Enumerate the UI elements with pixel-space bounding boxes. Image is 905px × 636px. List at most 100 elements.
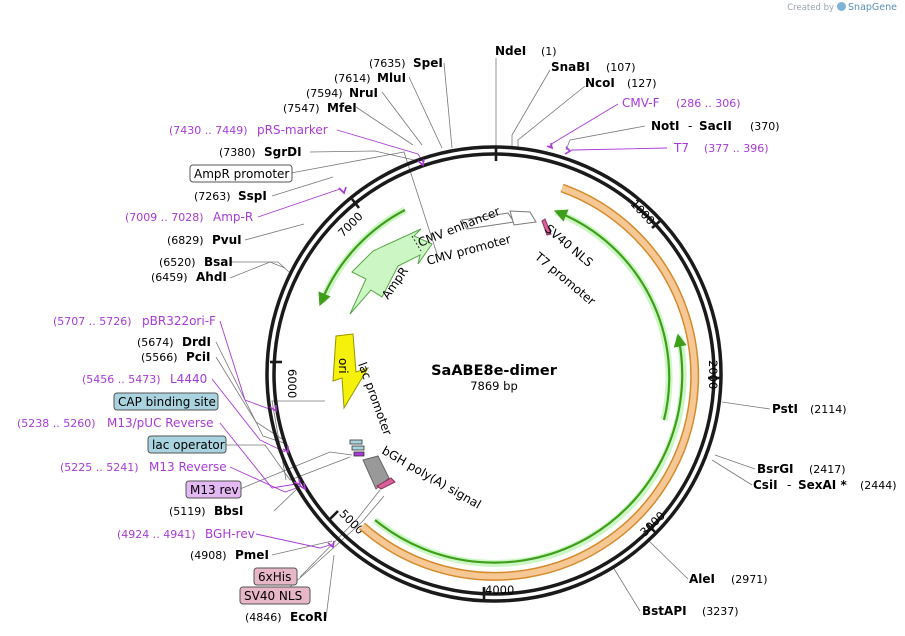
svg-text:(7380): (7380) (219, 146, 256, 159)
svg-text:(2417): (2417) (809, 463, 846, 476)
site-bstapi[interactable]: BstAPI (3237) (642, 604, 739, 618)
label-lac-promoter: lac promoter (355, 360, 394, 437)
site-pcii[interactable]: (5566) PciI (141, 350, 211, 364)
ampr-arrow[interactable] (349, 228, 433, 315)
svg-text:(7547): (7547) (283, 102, 320, 115)
svg-text:NdeI: NdeI (495, 44, 526, 58)
svg-text:(2444): (2444) (860, 479, 897, 492)
site-spei[interactable]: (7635) SpeI (369, 56, 443, 70)
svg-text:(7635): (7635) (369, 57, 406, 70)
feature-6xhis[interactable]: 6xHis (253, 567, 298, 586)
cap-binding-mark[interactable] (349, 439, 363, 445)
site-drdi[interactable]: (5674) DrdI (137, 335, 211, 349)
lac-operator-mark[interactable] (351, 445, 365, 451)
primer-bgh-rev[interactable]: (4924 .. 4941) BGH-rev (117, 527, 255, 541)
plasmid-name: SaABE8e-dimer (431, 363, 558, 379)
svg-text:(4846): (4846) (245, 611, 282, 624)
svg-text:(5566): (5566) (141, 351, 178, 364)
feature-sv40-nls[interactable]: SV40 NLS (239, 586, 311, 605)
his-tag-mark[interactable] (376, 477, 396, 490)
svg-text:M13 rev: M13 rev (190, 483, 239, 497)
svg-text:AhdI: AhdI (196, 270, 227, 284)
backbone-outer-ring (265, 145, 723, 603)
svg-text:MluI: MluI (377, 71, 406, 85)
feature-ampr-promoter[interactable]: AmpR promoter (189, 164, 293, 183)
bgh-polya-block[interactable] (362, 455, 390, 490)
label-ori: ori (336, 358, 350, 374)
svg-text:BsrGI: BsrGI (757, 462, 794, 476)
sv40-nls-mark[interactable] (541, 218, 552, 236)
site-pmei[interactable]: (4908) PmeI (190, 548, 269, 562)
cds-arrow-1[interactable] (553, 209, 671, 421)
svg-text:(2114): (2114) (810, 403, 847, 416)
svg-text:(7430 .. 7449): (7430 .. 7449) (169, 124, 248, 137)
site-sgrdi[interactable]: (7380) SgrDI (219, 145, 302, 159)
site-ncoi[interactable]: NcoI (127) (585, 76, 657, 90)
site-mlui[interactable]: (7614) MluI (334, 71, 406, 85)
ori-arrow[interactable] (332, 333, 370, 410)
feature-lac-operator[interactable]: lac operator (147, 435, 227, 454)
backbone-inner-ring (272, 152, 716, 596)
primer-cmv-f[interactable]: CMV-F (286 .. 306) (622, 96, 741, 110)
cds-band[interactable] (360, 185, 698, 580)
svg-text:SV40 NLS: SV40 NLS (244, 589, 302, 603)
snapgene-logo-icon (837, 2, 847, 11)
plasmid-size: 7869 bp (470, 379, 518, 393)
snapgene-brand: SnapGene (848, 2, 897, 13)
site-nrui[interactable]: (7594) NruI (306, 86, 378, 100)
svg-text:(1): (1) (541, 45, 557, 58)
site-csii-sexai[interactable]: CsiI - SexAI * (2444) (753, 478, 897, 492)
site-bsai[interactable]: (6520) BsaI (159, 255, 233, 269)
svg-text:NruI: NruI (349, 86, 378, 100)
svg-text:(5456 .. 5473): (5456 .. 5473) (82, 373, 161, 386)
site-ecori[interactable]: (4846) EcoRI (245, 610, 327, 624)
svg-text:Amp-R: Amp-R (213, 210, 253, 224)
site-ndei[interactable]: NdeI (1) (495, 44, 557, 58)
primer-l4440[interactable]: (5456 .. 5473) L4440 (82, 372, 207, 386)
primer-t7[interactable]: T7 (377 .. 396) (673, 141, 769, 155)
label-bgh-polya: bGH poly(A) signal (380, 443, 484, 511)
site-sspi[interactable]: (7263) SspI (194, 189, 267, 203)
ruler-ticks (270, 148, 720, 599)
svg-text:AmpR promoter: AmpR promoter (194, 167, 289, 181)
m13-rev-mark[interactable] (353, 451, 365, 457)
primer-marks (269, 142, 572, 549)
site-snabi[interactable]: SnaBI (107) (551, 60, 636, 74)
primer-m13-puc-reverse[interactable]: (5238 .. 5260) M13/pUC Reverse (17, 416, 214, 430)
cmv-promoter-arrow[interactable] (509, 210, 537, 226)
site-bsrgi[interactable]: BsrGI (2417) (757, 462, 846, 476)
svg-text:(7263): (7263) (194, 190, 231, 203)
svg-text:AleI: AleI (689, 572, 715, 586)
cds-arrow-3[interactable] (318, 209, 406, 307)
svg-text:BstAPI: BstAPI (642, 604, 687, 618)
svg-text:(4924 .. 4941): (4924 .. 4941) (117, 528, 196, 541)
cds-arrow-2[interactable] (374, 333, 687, 564)
svg-text:SspI: SspI (238, 189, 267, 203)
svg-text:(4908): (4908) (190, 549, 227, 562)
site-pvui[interactable]: (6829) PvuI (167, 233, 242, 247)
svg-text:-: - (688, 119, 692, 133)
site-bbsi[interactable]: (5119) BbsI (169, 504, 243, 518)
svg-text:(2971): (2971) (731, 573, 768, 586)
primer-m13-reverse[interactable]: (5225 .. 5241) M13 Reverse (60, 460, 227, 474)
svg-text:(6829): (6829) (167, 234, 204, 247)
svg-text:DrdI: DrdI (182, 335, 211, 349)
tick-7000: 7000 (335, 209, 366, 240)
site-ahdi[interactable]: (6459) AhdI (151, 270, 227, 284)
site-alei[interactable]: AleI (2971) (689, 572, 768, 586)
feature-m13-rev[interactable]: M13 rev (185, 480, 242, 499)
feature-cap-binding-site[interactable]: CAP binding site (113, 392, 219, 411)
svg-text:PciI: PciI (186, 350, 211, 364)
svg-text:(6520): (6520) (159, 256, 196, 269)
svg-text:BGH-rev: BGH-rev (205, 527, 255, 541)
primer-pbr322ori-f[interactable]: (5707 .. 5726) pBR322ori-F (53, 314, 216, 328)
site-noti-sacii[interactable]: NotI - SacII (370) (651, 119, 780, 133)
site-psti[interactable]: PstI (2114) (772, 402, 847, 416)
svg-text:PmeI: PmeI (235, 548, 269, 562)
svg-text:NotI: NotI (651, 119, 680, 133)
primer-prs-marker[interactable]: (7430 .. 7449) pRS-marker (169, 123, 328, 137)
svg-text:NcoI: NcoI (585, 76, 615, 90)
site-mfei[interactable]: (7547) MfeI (283, 101, 357, 115)
primer-amp-r[interactable]: (7009 .. 7028) Amp-R (125, 210, 253, 224)
